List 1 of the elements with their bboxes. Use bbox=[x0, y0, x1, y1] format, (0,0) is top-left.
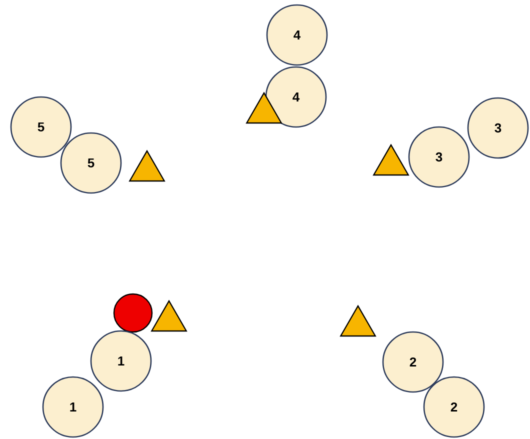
dot bbox=[113, 293, 153, 333]
